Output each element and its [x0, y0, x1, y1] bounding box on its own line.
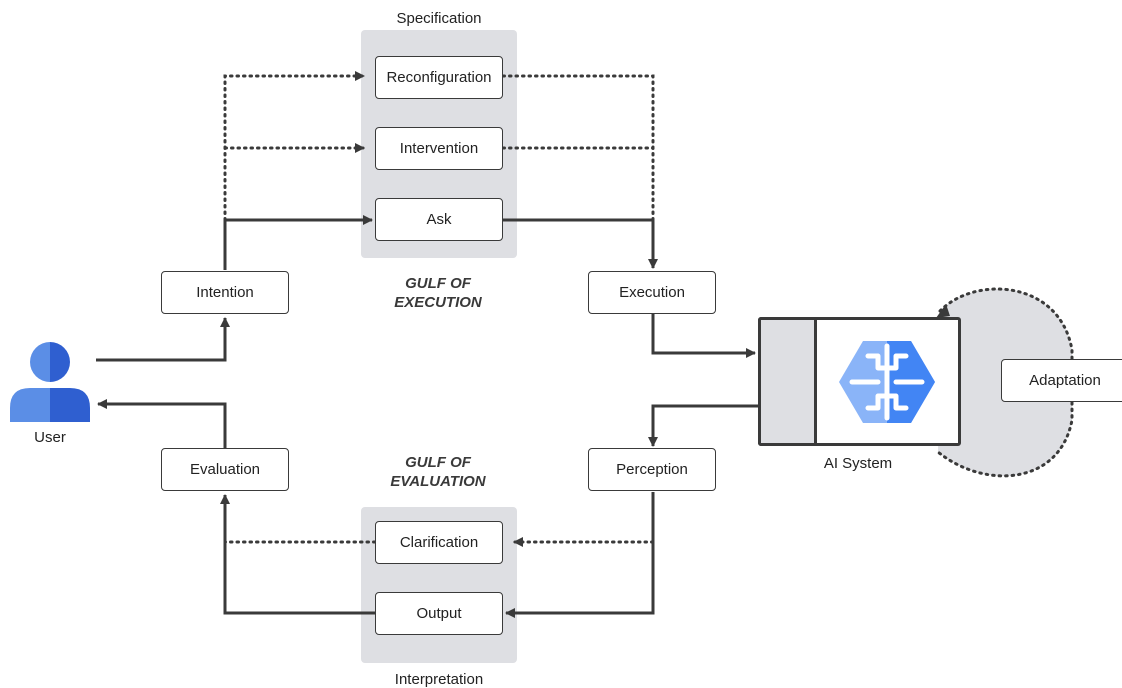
brain-icon — [839, 341, 935, 423]
ask-box: Ask — [375, 198, 503, 241]
edge-evaluation-user — [97, 399, 227, 448]
execution-box: Execution — [588, 271, 716, 314]
perception-box: Perception — [588, 448, 716, 491]
gulf-evaluation-line-2: EVALUATION — [390, 473, 486, 490]
gulf-execution-line-2: EXECUTION — [394, 294, 482, 311]
edge-perception-output — [505, 492, 655, 618]
edge-reconfiguration-execution — [501, 74, 655, 222]
gulf-evaluation-line-1: GULF OF — [405, 454, 471, 471]
edge-ai-perception — [648, 404, 758, 447]
ai-system-label: AI System — [823, 455, 893, 472]
intention-box: Intention — [161, 271, 289, 314]
evaluation-box: Evaluation — [161, 448, 289, 491]
edge-ask-execution — [503, 218, 658, 269]
edge-output-evaluation — [220, 494, 375, 615]
person-icon — [10, 342, 90, 422]
intervention-box: Intervention — [375, 127, 503, 170]
clarification-box: Clarification — [375, 521, 503, 564]
edge-execution-ai — [651, 314, 756, 358]
edge-intention-ask — [223, 215, 373, 270]
gulf-of-execution-label: GULF OF EXECUTION — [360, 274, 516, 312]
gulf-execution-line-1: GULF OF — [405, 275, 471, 292]
edge-user-intention — [96, 317, 230, 362]
user-label: User — [34, 429, 66, 446]
edge-intention-reconfiguration — [223, 71, 366, 222]
output-box: Output — [375, 592, 503, 635]
interpretation-label: Interpretation — [394, 671, 484, 688]
ai-system-side-panel — [758, 317, 817, 446]
specification-label: Specification — [396, 10, 482, 27]
reconfiguration-box: Reconfiguration — [375, 56, 503, 99]
gulf-of-evaluation-label: GULF OF EVALUATION — [360, 453, 516, 491]
adaptation-box: Adaptation — [1001, 359, 1122, 402]
